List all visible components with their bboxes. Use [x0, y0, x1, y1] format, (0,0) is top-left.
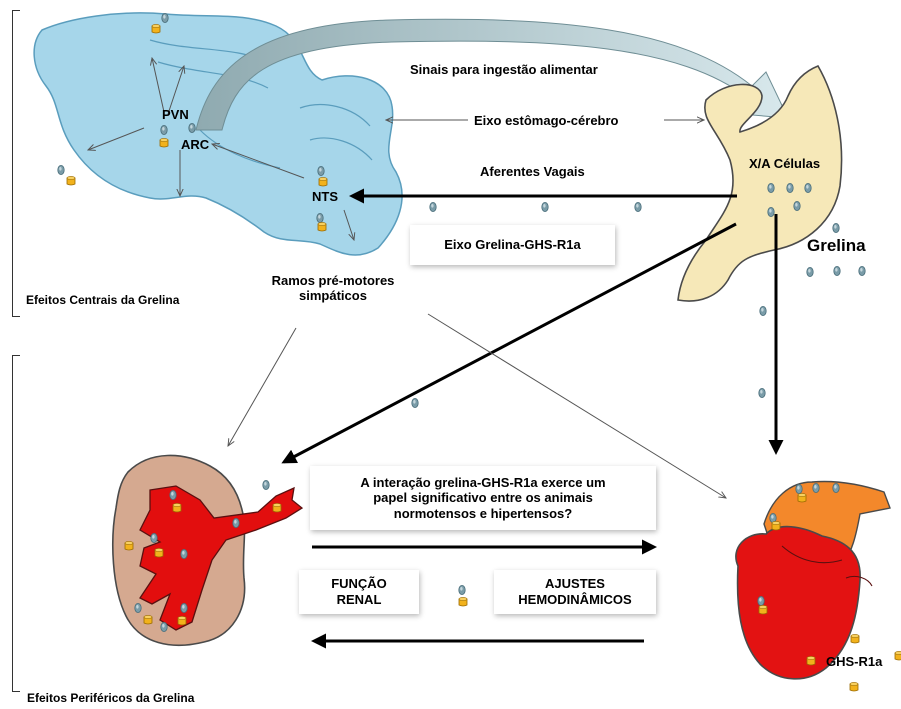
- label-xa-cells: X/A Células: [749, 157, 820, 172]
- peripheral-effects-bracket: [12, 355, 20, 692]
- label-ramos-line1: Ramos pré-motores: [267, 274, 399, 289]
- central-effects-bracket: [12, 10, 20, 317]
- question-line1: A interação grelina-GHS-R1a exerce um: [360, 475, 605, 491]
- funcao-line2: RENAL: [337, 592, 382, 608]
- label-sinais: Sinais para ingestão alimentar: [410, 63, 598, 78]
- kidney: [113, 455, 302, 645]
- question-line2: papel significativo entre os animais: [373, 490, 593, 506]
- label-ghs-r1a: GHS-R1a: [826, 655, 882, 670]
- label-ramos: Ramos pré-motores simpáticos: [267, 274, 399, 304]
- label-grelina: Grelina: [807, 236, 866, 256]
- label-arc: ARC: [181, 138, 209, 153]
- box-question: A interação grelina-GHS-R1a exerce um pa…: [310, 466, 656, 530]
- ajustes-line1: AJUSTES: [545, 576, 605, 592]
- funcao-line1: FUNÇÃO: [331, 576, 387, 592]
- box-ajustes-hemodinamicos: AJUSTES HEMODINÂMICOS: [494, 570, 656, 614]
- label-eixo-estomago: Eixo estômago-cérebro: [474, 114, 619, 129]
- box-eixo-grelina: Eixo Grelina-GHS-R1a: [410, 225, 615, 265]
- heart: [736, 481, 890, 678]
- label-nts: NTS: [312, 190, 338, 205]
- ajustes-line2: HEMODINÂMICOS: [518, 592, 631, 608]
- question-line3: normotensos e hipertensos?: [394, 506, 572, 522]
- box-funcao-renal: FUNÇÃO RENAL: [299, 570, 419, 614]
- caption-central-effects: Efeitos Centrais da Grelina: [26, 294, 179, 308]
- label-ramos-line2: simpáticos: [267, 289, 399, 304]
- stomach: [678, 66, 842, 301]
- caption-peripheral-effects: Efeitos Periféricos da Grelina: [27, 692, 194, 706]
- label-pvn: PVN: [162, 108, 189, 123]
- label-aferentes: Aferentes Vagais: [480, 165, 585, 180]
